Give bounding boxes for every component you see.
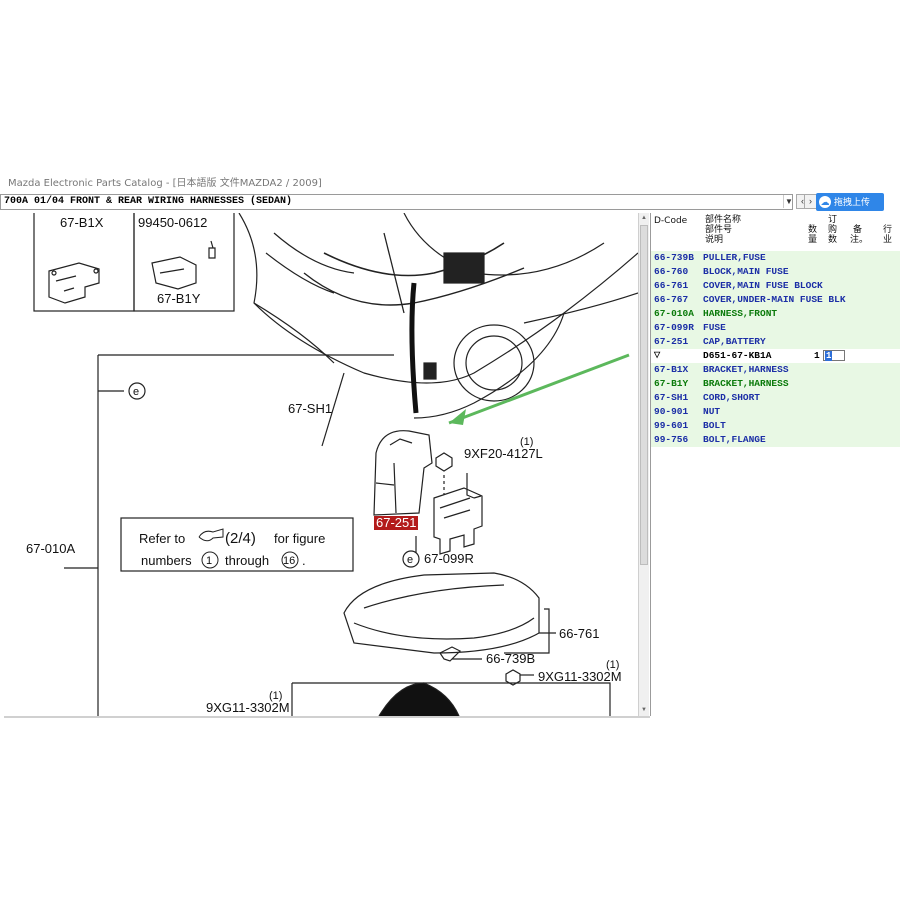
col-stock-1: 行 <box>883 225 893 235</box>
expand-icon[interactable]: ▽ <box>654 351 661 360</box>
parts-catalog-window: Mazda Electronic Parts Catalog - [日本語版 文… <box>0 175 900 720</box>
label-9xf20-4127l: 9XF20-4127L <box>464 446 543 461</box>
upload-label: 拖拽上传 <box>834 197 871 207</box>
table-row[interactable]: 99-756 BOLT,FLANGE <box>651 433 900 447</box>
label-9xg11-3302m: 9XG11-3302M <box>538 669 622 684</box>
label-9xg11-3302m-2: 9XG11-3302M <box>206 700 290 715</box>
col-remark-1: 备 <box>853 225 863 235</box>
refer-text-4: numbers <box>141 553 192 568</box>
scroll-down-icon[interactable]: ▼ <box>641 707 647 713</box>
parts-diagram[interactable]: 67-B1X 99450-0612 67-B1Y 67-SH1 e e (1) … <box>4 213 638 716</box>
table-header: D-Code 部件名称 部件号 说明 数 量 订 购 数 备 注。 行 业 <box>651 213 900 252</box>
table-row[interactable]: 67-B1Y BRACKET,HARNESS <box>651 377 900 391</box>
refer-text-6: through <box>225 553 269 568</box>
inset-box-b1y <box>133 213 235 312</box>
table-row[interactable]: 66-739B PULLER,FUSE <box>651 251 900 265</box>
refer-text-2: (2/4) <box>225 530 256 547</box>
upload-button[interactable]: ☁ 拖拽上传 <box>816 193 884 211</box>
part-number: D651-67-KB1A <box>703 350 772 361</box>
label-66-761: 66-761 <box>559 626 599 641</box>
horizontal-scrollbar[interactable] <box>4 716 650 718</box>
refer-text-3: for figure <box>274 531 325 546</box>
window-title: Mazda Electronic Parts Catalog - [日本語版 文… <box>8 178 322 189</box>
diagram-svg: 67-B1X 99450-0612 67-B1Y 67-SH1 e e (1) … <box>26 213 638 716</box>
label-99450-0612: 99450-0612 <box>138 215 207 230</box>
label-66-739b: 66-739B <box>486 651 535 666</box>
table-row[interactable]: 67-010A HARNESS,FRONT <box>651 307 900 321</box>
scroll-up-icon[interactable]: ▲ <box>641 215 647 221</box>
refer-text-8: . <box>302 553 306 568</box>
table-row[interactable]: 67-251 CAP,BATTERY <box>651 335 900 349</box>
col-order-3: 数 <box>828 235 838 245</box>
part-qty: 1 <box>814 350 820 361</box>
table-row[interactable]: 90-901 NUT <box>651 405 900 419</box>
chevron-down-icon[interactable]: ▼ <box>783 195 794 208</box>
cloud-icon: ☁ <box>819 196 831 208</box>
col-remark-2: 注。 <box>850 235 869 245</box>
table-row[interactable]: 99-601 BOLT <box>651 419 900 433</box>
col-dcode: D-Code <box>654 216 688 226</box>
table-row[interactable]: 67-B1X BRACKET,HARNESS <box>651 363 900 377</box>
label-67-099r: 67-099R <box>424 551 474 566</box>
refer-text-1: Refer to <box>139 531 185 546</box>
label-bolt2-qty: (1) <box>606 659 619 671</box>
toolbar: 700A 01/04 FRONT & REAR WIRING HARNESSES… <box>0 193 900 213</box>
col-order-2: 购 <box>828 225 838 235</box>
col-order-1: 订 <box>828 215 838 225</box>
scrollbar-thumb[interactable] <box>640 225 648 565</box>
refer-text-5: 1 <box>206 555 212 567</box>
table-row[interactable]: 66-761 COVER,MAIN FUSE BLOCK <box>651 279 900 293</box>
detail-row[interactable]: ▽ D651-67-KB1A 1 1 <box>651 349 900 363</box>
order-qty-input[interactable]: 1 <box>823 350 845 361</box>
col-name-2: 部件号 <box>705 225 733 235</box>
hand-icon <box>198 528 224 542</box>
figure-select[interactable]: 700A 01/04 FRONT & REAR WIRING HARNESSES… <box>0 194 793 210</box>
parts-table: D-Code 部件名称 部件号 说明 数 量 订 购 数 备 注。 行 业 66… <box>650 213 900 716</box>
table-row[interactable]: 66-760 BLOCK,MAIN FUSE <box>651 265 900 279</box>
col-stock-2: 业 <box>883 235 893 245</box>
col-qty-1: 数 <box>808 225 818 235</box>
table-row[interactable]: 67-099R FUSE <box>651 321 900 335</box>
table-row[interactable]: 66-767 COVER,UNDER-MAIN FUSE BLK <box>651 293 900 307</box>
circle-e-label-2: e <box>407 554 413 566</box>
label-bolt3-qty: (1) <box>269 690 282 702</box>
col-name-3: 说明 <box>705 235 724 245</box>
col-name-1: 部件名称 <box>705 215 742 225</box>
refer-text-7: 16 <box>283 555 295 567</box>
col-qty-2: 量 <box>808 235 818 245</box>
label-67-b1x: 67-B1X <box>60 215 104 230</box>
label-67-251: 67-251 <box>376 515 416 530</box>
label-67-b1y: 67-B1Y <box>157 291 201 306</box>
label-67-010a: 67-010A <box>26 541 75 556</box>
diagram-scrollbar[interactable]: ▲ ▼ <box>638 213 649 716</box>
label-67-sh1: 67-SH1 <box>288 401 332 416</box>
table-row[interactable]: 67-SH1 CORD,SHORT <box>651 391 900 405</box>
label-bolt1-qty: (1) <box>520 436 533 448</box>
circle-e-label: e <box>133 386 139 398</box>
